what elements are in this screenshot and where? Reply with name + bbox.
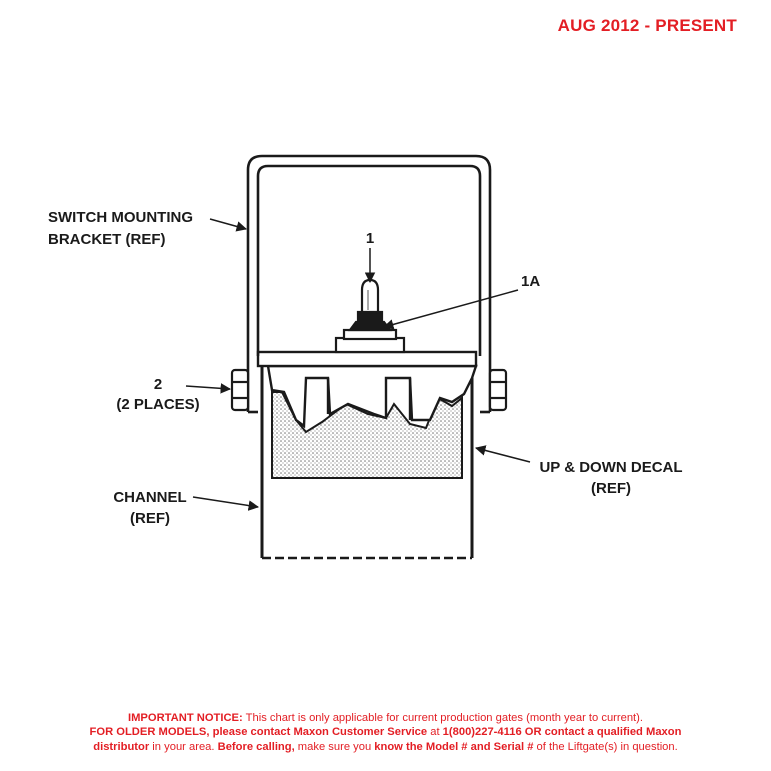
switch-body	[266, 364, 478, 429]
notice-text: at	[427, 726, 443, 739]
notice-distributor: distributor	[93, 740, 150, 753]
date-range-label: AUG 2012 - PRESENT	[557, 16, 737, 35]
notice-text: of the Liftgate(s) in question.	[533, 740, 678, 753]
toggle-switch	[334, 278, 406, 354]
important-notice: IMPORTANT NOTICE: This chart is only app…	[0, 711, 771, 754]
leader-lines	[185, 218, 531, 511]
notice-model-serial: know the Model # and Serial #	[374, 740, 534, 753]
notice-line-3: distributor in your area. Before calling…	[0, 740, 771, 754]
notice-line-2: FOR OLDER MODELS, please contact Maxon C…	[0, 725, 771, 739]
channel	[260, 364, 474, 558]
up-down-decal	[271, 391, 463, 479]
notice-phone: 1(800)227-4116 OR contact a qualified Ma…	[442, 726, 682, 739]
item-2-label: 2	[154, 376, 162, 393]
bolt-left	[230, 368, 250, 412]
item-2-places-label: (2 PLACES)	[116, 396, 199, 413]
notice-heading: IMPORTANT NOTICE:	[127, 712, 243, 724]
decal-label-line1: UP & DOWN DECAL	[539, 459, 682, 476]
notice-older-models: FOR OLDER MODELS, please contact Maxon C…	[89, 726, 428, 739]
decal-label-line2: (REF)	[591, 480, 631, 497]
notice-before-calling: Before calling,	[217, 740, 295, 753]
switch-bracket-label-line1: SWITCH MOUNTING	[48, 209, 193, 226]
notice-line-1: IMPORTANT NOTICE: This chart is only app…	[0, 711, 771, 725]
channel-label-line1: CHANNEL	[113, 489, 186, 506]
switch-mounting-bracket	[246, 154, 492, 414]
notice-text: This chart is only applicable for curren…	[242, 712, 643, 724]
item-1a-label: 1A	[521, 273, 540, 290]
item-1-label: 1	[366, 230, 374, 247]
notice-text: make sure you	[294, 740, 375, 753]
mounting-plate	[256, 350, 478, 368]
switch-bracket-label-line2: BRACKET (REF)	[48, 231, 166, 248]
channel-label-line2: (REF)	[130, 510, 170, 527]
bolt-right	[488, 368, 508, 412]
notice-text: in your area.	[149, 740, 218, 753]
